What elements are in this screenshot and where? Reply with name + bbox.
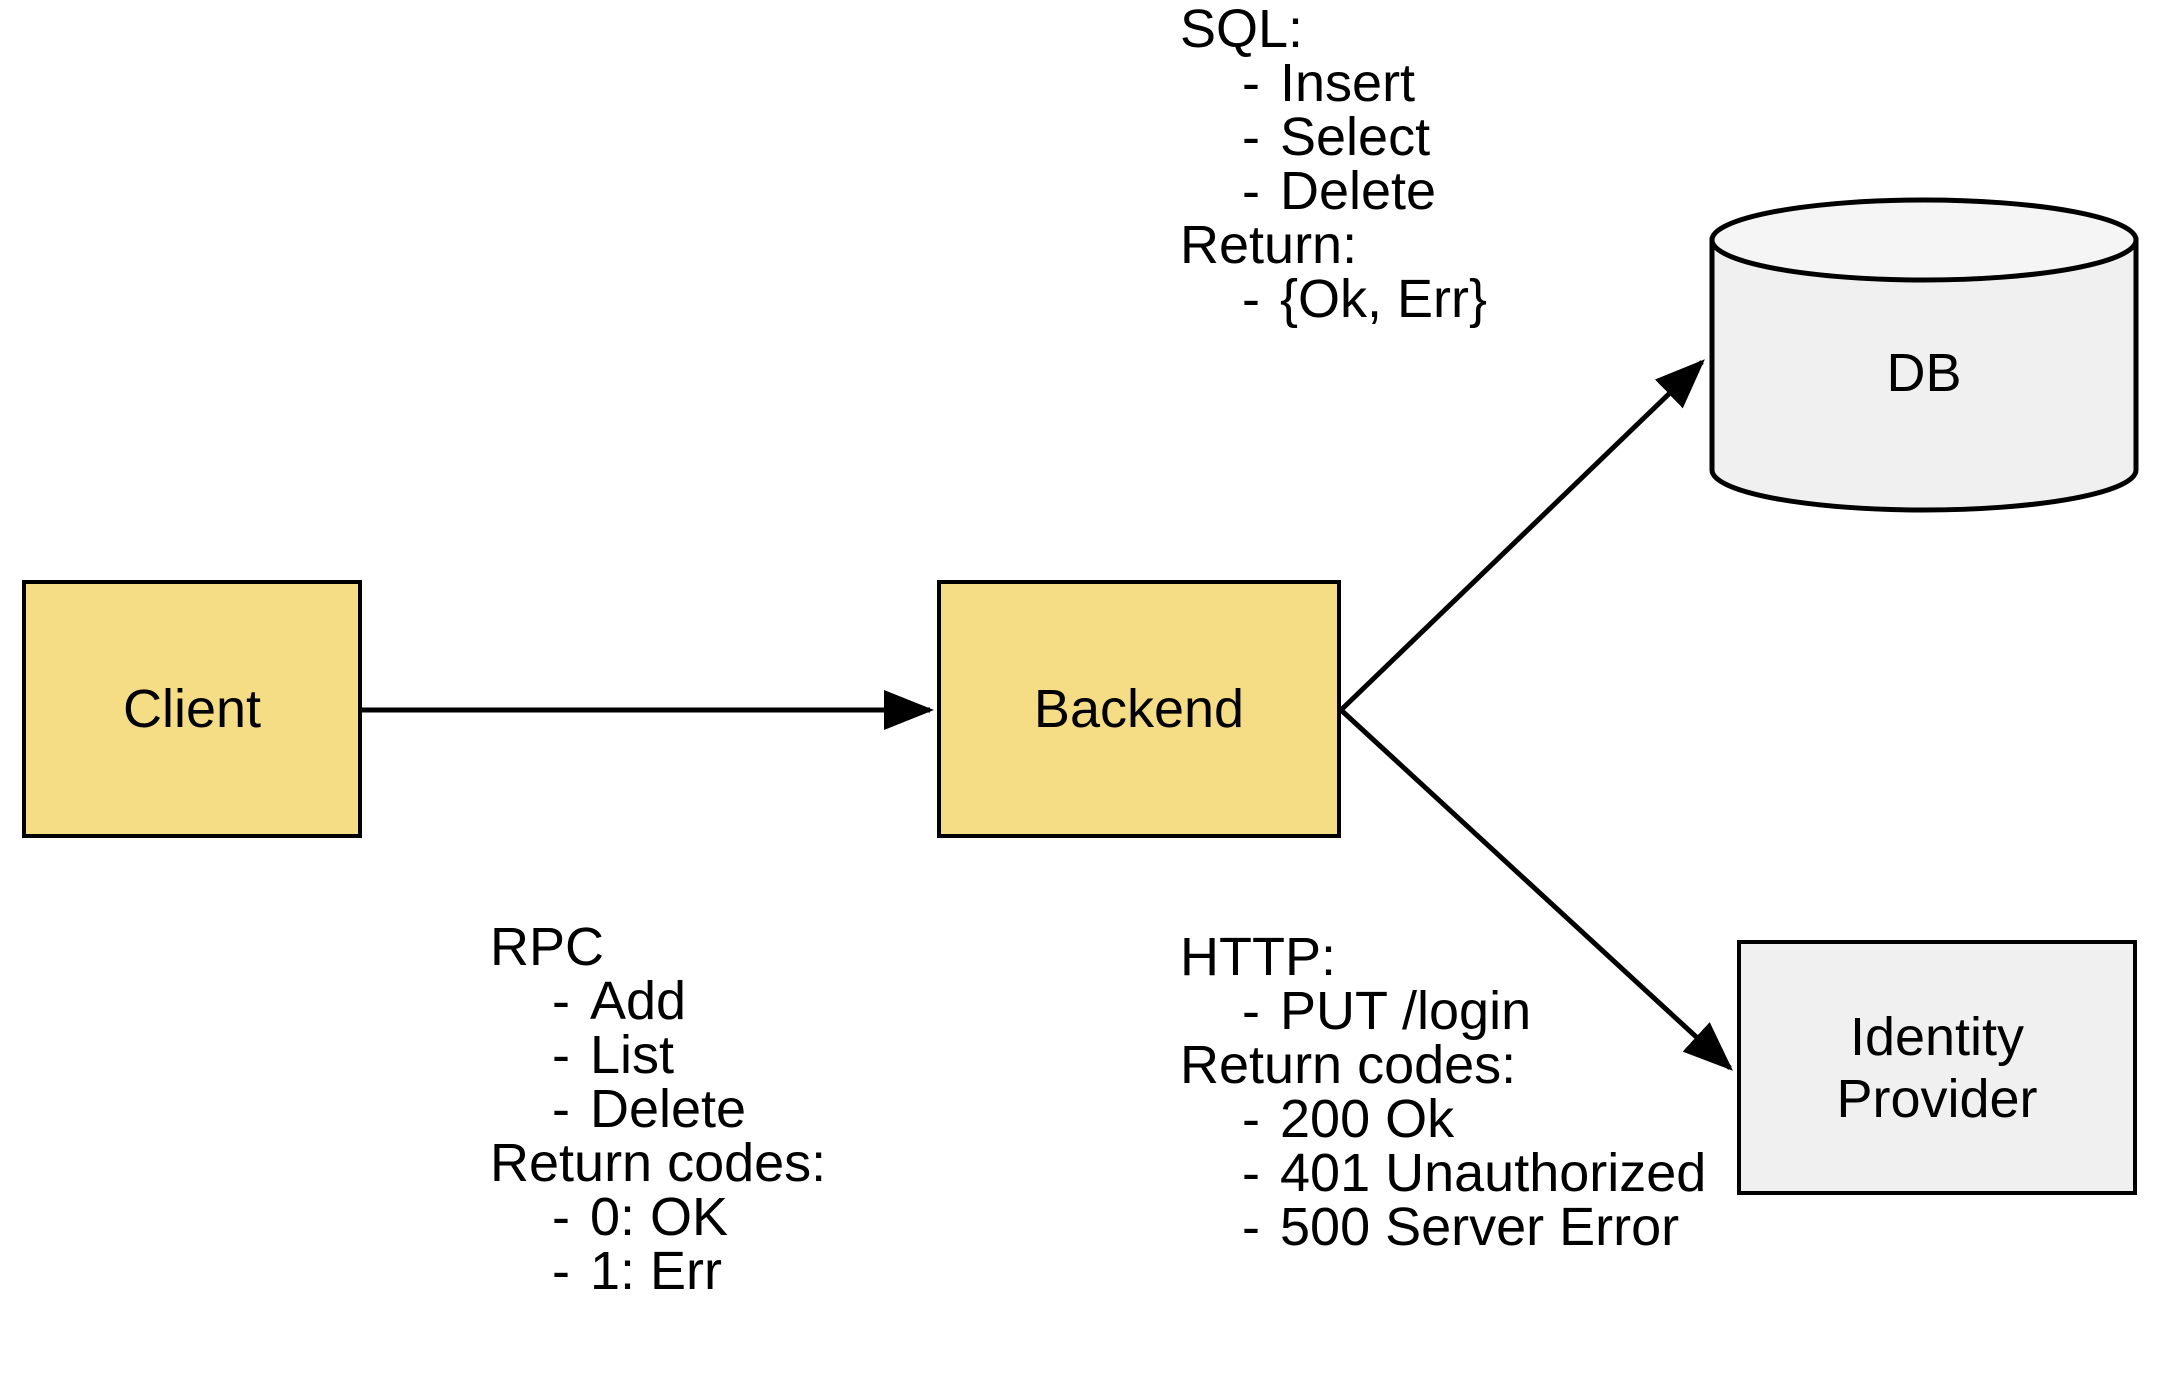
node-db-label: DB: [1886, 343, 1962, 403]
bullet-text: Select: [1280, 107, 1431, 167]
bullet-text: {Ok, Err}: [1280, 269, 1488, 329]
bullet-text: List: [590, 1025, 675, 1085]
bullet-text: 200 Ok: [1280, 1089, 1455, 1149]
node-client-label: Client: [122, 679, 262, 739]
node-db-label-wrap: DB: [1708, 196, 2140, 514]
node-identity-provider[interactable]: Identity Provider: [1737, 940, 2137, 1195]
annotation-rpc-subheading: Return codes:: [490, 1133, 827, 1193]
annotation-http-heading: HTTP:: [1180, 927, 1336, 987]
annotation-sql-item: - Delete: [1180, 164, 1487, 218]
annotation-sql-subheading: Return:: [1180, 215, 1358, 275]
edge-backend-to-db: [1339, 359, 1705, 712]
annotation-http-item: - PUT /login: [1180, 984, 1706, 1038]
annotation-http-return-item: - 200 Ok: [1180, 1092, 1706, 1146]
bullet-text: Add: [590, 971, 687, 1031]
node-client[interactable]: Client: [22, 580, 362, 838]
annotation-sql-item: - Insert: [1180, 56, 1487, 110]
bullet-dash: -: [1242, 107, 1260, 167]
annotation-http-return-item: - 401 Unauthorized: [1180, 1146, 1706, 1200]
annotation-rpc-item: - Delete: [490, 1082, 826, 1136]
annotation-sql-heading: SQL:: [1180, 0, 1304, 59]
node-db[interactable]: DB: [1708, 196, 2140, 514]
annotation-rpc-item: - Add: [490, 974, 826, 1028]
cylinder-shape: [1709, 197, 2139, 513]
bullet-dash: -: [1242, 53, 1260, 113]
bullet-dash: -: [1242, 1197, 1260, 1257]
annotation-sql: SQL: - Insert - Select - Delete Return: …: [1180, 2, 1487, 326]
bullet-dash: -: [1242, 1089, 1260, 1149]
bullet-dash: -: [552, 1079, 570, 1139]
bullet-text: 401 Unauthorized: [1280, 1143, 1707, 1203]
bullet-text: Insert: [1280, 53, 1416, 113]
bullet-text: Delete: [590, 1079, 747, 1139]
node-identity-provider-label: Identity Provider: [1836, 1006, 2037, 1130]
node-backend-label: Backend: [1033, 679, 1245, 739]
annotation-sql-item: - Select: [1180, 110, 1487, 164]
bullet-text: 1: Err: [590, 1241, 723, 1301]
annotation-http-subheading: Return codes:: [1180, 1035, 1517, 1095]
bullet-text: 500 Server Error: [1280, 1197, 1680, 1257]
bullet-dash: -: [1242, 269, 1260, 329]
annotation-http: HTTP: - PUT /login Return codes: - 200 O…: [1180, 930, 1706, 1254]
node-backend[interactable]: Backend: [937, 580, 1341, 838]
annotation-rpc-item: - List: [490, 1028, 826, 1082]
bullet-dash: -: [1242, 161, 1260, 221]
node-identity-provider-label-line2: Provider: [1836, 1068, 2038, 1129]
bullet-text: PUT /login: [1280, 981, 1532, 1041]
bullet-dash: -: [552, 971, 570, 1031]
bullet-dash: -: [552, 1241, 570, 1301]
node-identity-provider-label-line1: Identity: [1849, 1006, 2025, 1067]
annotation-http-return-item: - 500 Server Error: [1180, 1200, 1706, 1254]
annotation-rpc: RPC - Add - List - Delete Return codes: …: [490, 920, 826, 1298]
bullet-dash: -: [552, 1187, 570, 1247]
bullet-dash: -: [1242, 981, 1260, 1041]
annotation-sql-return-item: - {Ok, Err}: [1180, 272, 1487, 326]
annotation-rpc-heading: RPC: [490, 917, 605, 977]
bullet-dash: -: [1242, 1143, 1260, 1203]
annotation-rpc-return-item: - 0: OK: [490, 1190, 826, 1244]
bullet-dash: -: [552, 1025, 570, 1085]
bullet-text: Delete: [1280, 161, 1437, 221]
bullet-text: 0: OK: [590, 1187, 729, 1247]
annotation-rpc-return-item: - 1: Err: [490, 1244, 826, 1298]
